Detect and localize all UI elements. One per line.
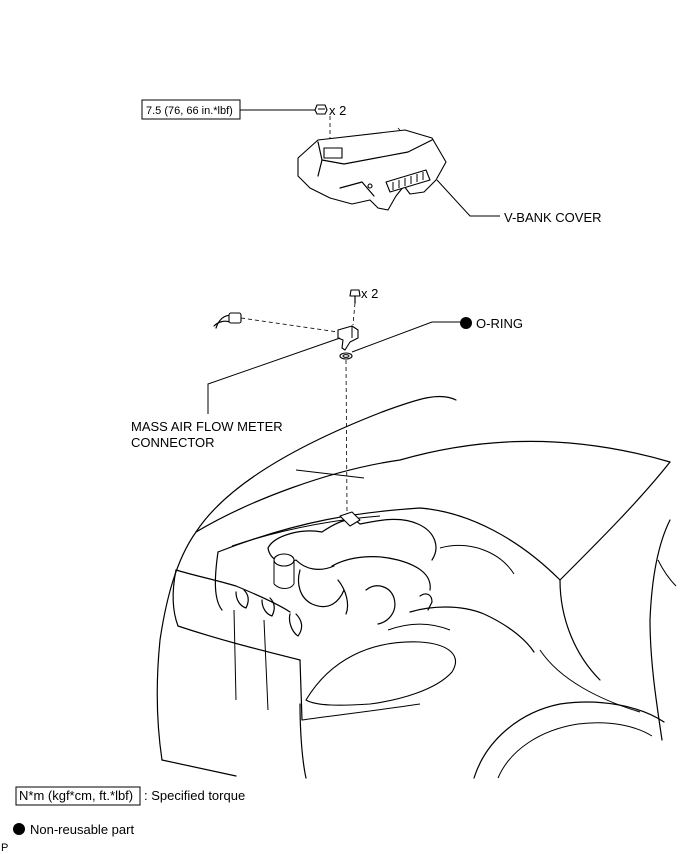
v-bank-cover-part — [297, 129, 447, 211]
mass-air-flow-meter-part — [337, 325, 359, 351]
legend-torque-units: N*m (kgf*cm, ft.*lbf) — [19, 788, 133, 803]
legend-torque-box — [15, 786, 141, 806]
v-bank-cover-label: V-BANK COVER — [504, 210, 602, 225]
vehicle-illustration — [156, 395, 677, 779]
bolt-icon — [349, 289, 361, 304]
o-ring-label: O-RING — [476, 316, 523, 331]
bolt-quantity: x 2 — [361, 286, 378, 301]
nut-icon — [314, 104, 328, 115]
connector-guide-line — [240, 317, 339, 333]
bolt-guide-line — [352, 302, 356, 326]
torque-callout: 7.5 (76, 66 in.*lbf) — [141, 99, 318, 120]
torque-value: 7.5 (76, 66 in.*lbf) — [146, 105, 233, 117]
maf-connector-leader — [207, 337, 341, 414]
maf-guide-line — [345, 359, 348, 513]
footer-mark: P — [1, 842, 8, 854]
nut-quantity: x 2 — [329, 103, 346, 118]
legend-torque-description: : Specified torque — [144, 788, 245, 803]
v-bank-cover-leader — [436, 179, 500, 217]
maf-connector-label-line2: CONNECTOR — [131, 435, 215, 450]
o-ring-part — [339, 352, 353, 360]
o-ring-leader — [351, 321, 460, 353]
legend: N*m (kgf*cm, ft.*lbf) : Specified torque… — [13, 786, 245, 837]
legend-filled-circle-icon — [13, 823, 25, 835]
wire-harness-connector — [213, 312, 242, 329]
legend-nonreusable-label: Non-reusable part — [30, 822, 134, 837]
filled-circle-icon — [460, 317, 472, 329]
maf-connector-label-line1: MASS AIR FLOW METER — [131, 419, 283, 434]
